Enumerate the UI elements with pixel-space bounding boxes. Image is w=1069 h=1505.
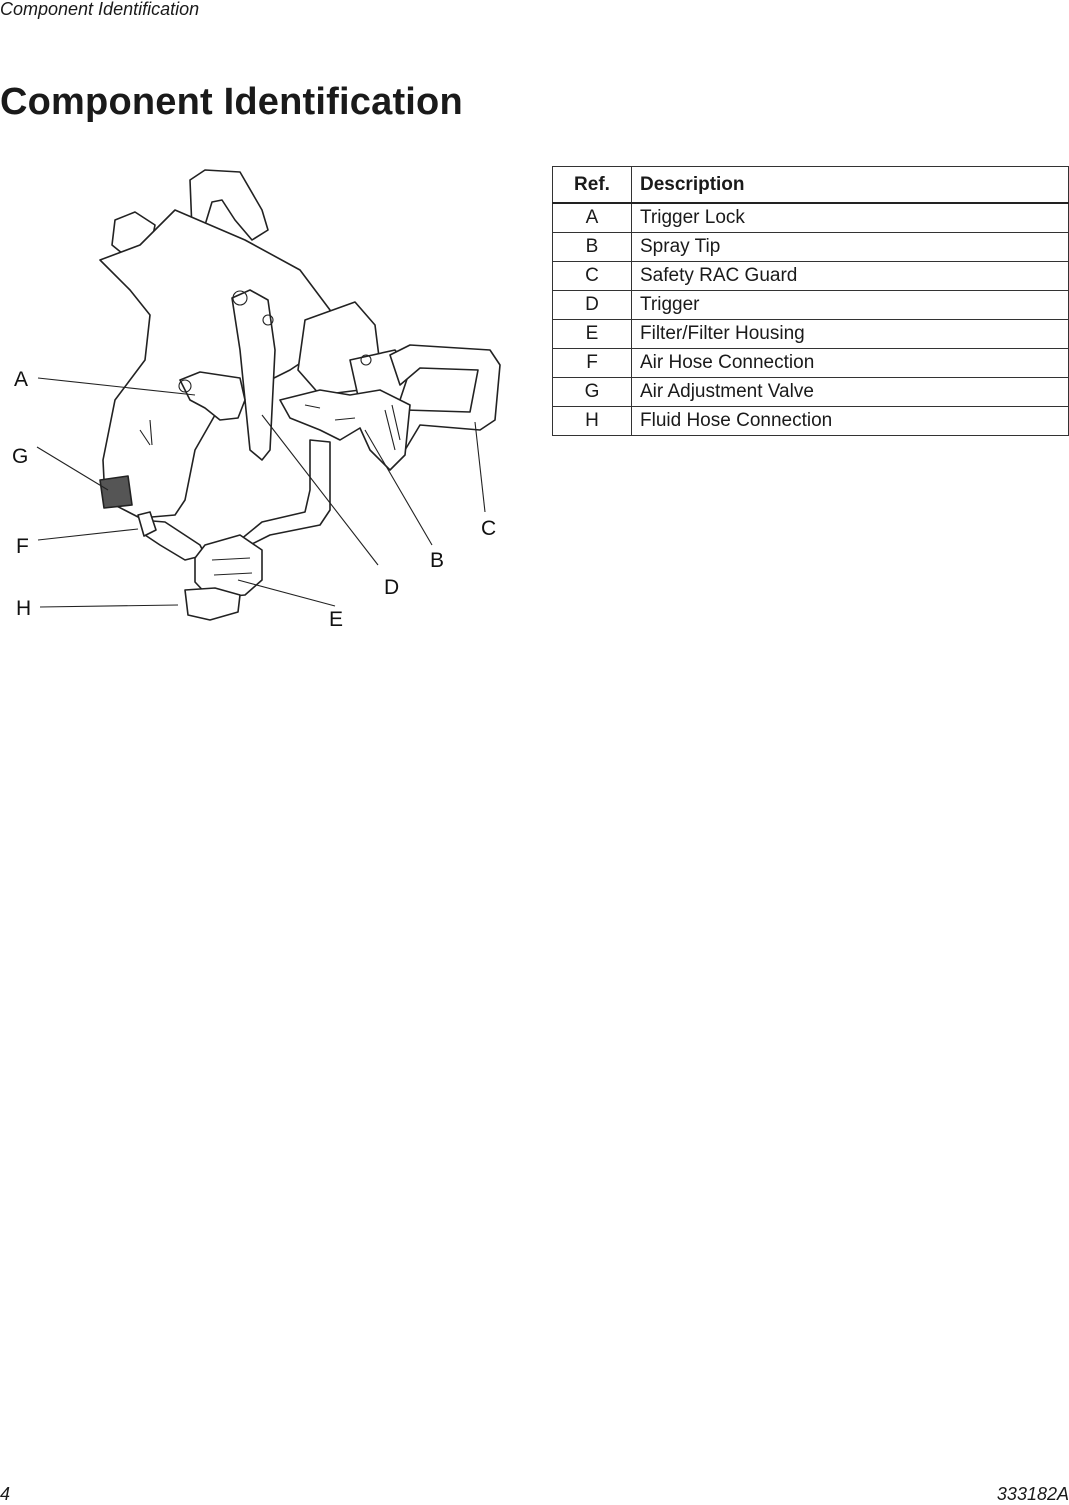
callout-b: B [430, 549, 445, 572]
ref-cell: C [552, 261, 632, 291]
ref-cell: D [552, 290, 632, 320]
callout-e: E [329, 608, 344, 631]
ref-cell: F [552, 348, 632, 378]
table-row: F Air Hose Connection [552, 348, 1069, 378]
page-number: 4 [0, 1484, 11, 1504]
table-row: H Fluid Hose Connection [552, 406, 1069, 436]
document-number: 333182A [996, 1484, 1069, 1504]
table-row: G Air Adjustment Valve [552, 377, 1069, 407]
page-title: Component Identification [0, 81, 463, 123]
ref-column-header: Ref. [552, 166, 632, 204]
callout-c: C [481, 517, 497, 540]
running-header: Component Identification [0, 0, 200, 19]
air-valve-knob [99, 475, 133, 509]
callout-d: D [384, 576, 400, 599]
gun-body [99, 209, 331, 519]
ref-cell: H [552, 406, 632, 436]
callout-h: H [16, 597, 32, 620]
description-cell: Fluid Hose Connection [631, 406, 1069, 436]
spray-gun-figure: A G F H C B D E [0, 150, 520, 650]
air-hose-fitting [137, 511, 157, 537]
spray-gun-illustration [36, 169, 501, 621]
ref-cell: G [552, 377, 632, 407]
callout-g: G [12, 445, 29, 468]
description-cell: Trigger [631, 290, 1069, 320]
description-cell: Filter/Filter Housing [631, 319, 1069, 349]
description-cell: Air Adjustment Valve [631, 377, 1069, 407]
ref-cell: B [552, 232, 632, 262]
table-row: C Safety RAC Guard [552, 261, 1069, 291]
callout-a: A [14, 368, 29, 391]
description-column-header: Description [631, 166, 1069, 204]
ref-cell: A [552, 202, 632, 233]
table-row: D Trigger [552, 290, 1069, 320]
ref-cell: E [552, 319, 632, 349]
description-cell: Trigger Lock [631, 202, 1069, 233]
table-header-row: Ref. Description [552, 166, 1069, 204]
fluid-hose-fitting [184, 587, 241, 621]
description-cell: Air Hose Connection [631, 348, 1069, 378]
component-reference-table: Ref. Description A Trigger Lock B Spray … [552, 166, 1069, 436]
table-row: E Filter/Filter Housing [552, 319, 1069, 349]
spray-tip-shape [279, 389, 411, 471]
callout-f: F [16, 535, 29, 558]
table-row: A Trigger Lock [552, 202, 1069, 233]
table-row: B Spray Tip [552, 232, 1069, 262]
description-cell: Spray Tip [631, 232, 1069, 262]
description-cell: Safety RAC Guard [631, 261, 1069, 291]
trigger-lock-shape [179, 371, 246, 421]
fluid-tube [239, 439, 331, 546]
